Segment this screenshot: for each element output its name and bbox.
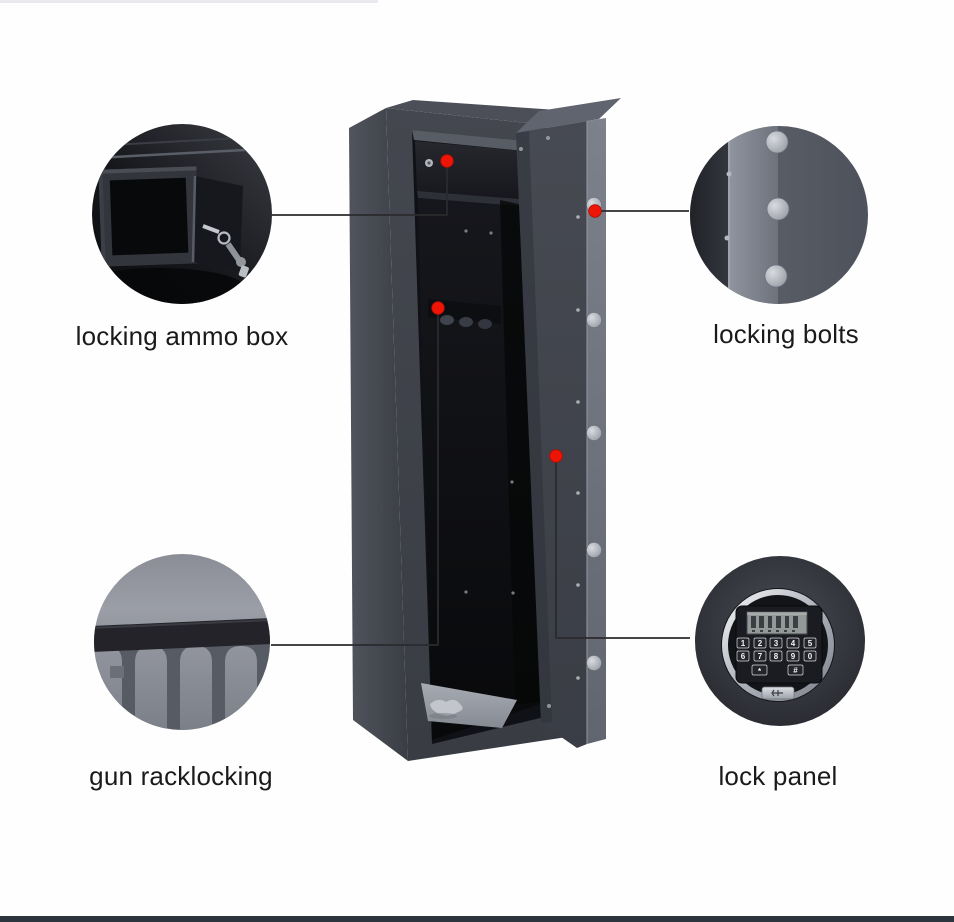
callout-label-gun-rack: gun racklocking <box>89 761 273 791</box>
keypad-key-4: 4 <box>786 637 800 649</box>
keypad-key-0: 0 <box>803 650 817 662</box>
door-edge-screws <box>576 215 580 680</box>
keypad-key-9: 9 <box>786 650 800 662</box>
locking-bolt <box>586 312 602 328</box>
safe-door <box>516 98 621 748</box>
ammo-box-door-edge <box>191 175 197 263</box>
leader-lines <box>271 163 690 646</box>
marker-dots <box>431 154 602 463</box>
keypad-key-1: 1 <box>736 637 750 649</box>
lock-display <box>746 611 808 635</box>
lock-usb-tab <box>761 686 795 700</box>
callout-label-lock-panel: lock panel <box>718 761 838 791</box>
svg-text:1: 1 <box>741 639 746 648</box>
screws-closeup <box>724 171 732 241</box>
keypad-key-hash: # <box>787 664 804 676</box>
svg-text:6: 6 <box>741 652 746 661</box>
locking-bolt <box>586 655 602 671</box>
floor-crumpled-paper <box>430 699 463 716</box>
gun-rack-bar <box>428 299 501 329</box>
callout-label-locking-bolts: locking bolts <box>713 319 859 349</box>
keypad-key-8: 8 <box>769 650 783 662</box>
bolt-closeup <box>764 264 788 288</box>
safe-top-panel <box>386 100 557 125</box>
ammo-box-body <box>98 166 200 267</box>
svg-text:8: 8 <box>774 652 779 661</box>
footer-bar <box>0 916 954 922</box>
svg-text:2: 2 <box>758 639 763 648</box>
keypad-key-3: 3 <box>769 637 783 649</box>
svg-text:5: 5 <box>808 639 813 648</box>
svg-text:#: # <box>793 666 798 675</box>
marker-dot-ammo-box <box>440 154 454 168</box>
prong-notch <box>110 666 124 678</box>
marker-dot-locking-bolts <box>588 204 602 218</box>
lock-keypad-keys: 1 2 3 4 5 6 7 <box>736 637 817 676</box>
ammo-box-lid-edge <box>94 148 246 160</box>
gun-safe-illustration <box>349 98 621 761</box>
leader-line-ammo-box <box>272 163 448 216</box>
top-strip <box>0 0 378 3</box>
safe-interior <box>412 130 557 744</box>
keypad-key-5: 5 <box>803 637 817 649</box>
door-top-edge <box>516 98 621 133</box>
door-hinge-shadow <box>516 131 552 723</box>
svg-text:0: 0 <box>808 652 813 661</box>
svg-text:3: 3 <box>774 639 779 648</box>
rack-bar-highlight <box>94 619 270 629</box>
svg-text:7: 7 <box>758 652 763 661</box>
interior-ceiling <box>412 130 536 152</box>
keypad-key-2: 2 <box>753 637 767 649</box>
ammo-box-keyhole-slot <box>427 161 431 165</box>
ammo-box-keys <box>202 224 249 278</box>
callout-photo-ammo-box <box>92 124 272 304</box>
floor-shadow <box>429 713 457 719</box>
keypad-key-7: 7 <box>753 650 767 662</box>
safe-left-panel <box>349 108 408 761</box>
leader-line-lock-panel <box>555 458 690 639</box>
door-face-screws <box>519 136 551 708</box>
door-locking-bolts <box>586 197 602 671</box>
svg-text:4: 4 <box>791 639 796 648</box>
bolts-closeup <box>764 130 790 288</box>
bolt-closeup <box>765 130 789 154</box>
bolt-closeup <box>766 197 790 221</box>
callout-photo-gun-rack <box>94 554 270 730</box>
callout-photo-lock-panel: 1 2 3 4 5 6 7 <box>695 556 865 726</box>
ammo-box-shadow <box>92 268 245 304</box>
marker-dot-lock-panel <box>549 449 563 463</box>
leader-line-gun-rack <box>271 310 439 646</box>
locking-bolt <box>586 425 602 441</box>
shelf-pin-holes <box>464 229 515 595</box>
callout-photo-locking-bolts <box>690 126 868 304</box>
svg-text:*: * <box>758 667 762 676</box>
callout-label-ammo-box: locking ammo box <box>75 321 289 351</box>
svg-text:9: 9 <box>791 652 796 661</box>
locking-bolt <box>586 542 602 558</box>
keypad-key-star: * <box>751 664 768 676</box>
keypad-key-6: 6 <box>736 650 750 662</box>
marker-dot-gun-rack <box>431 301 445 315</box>
